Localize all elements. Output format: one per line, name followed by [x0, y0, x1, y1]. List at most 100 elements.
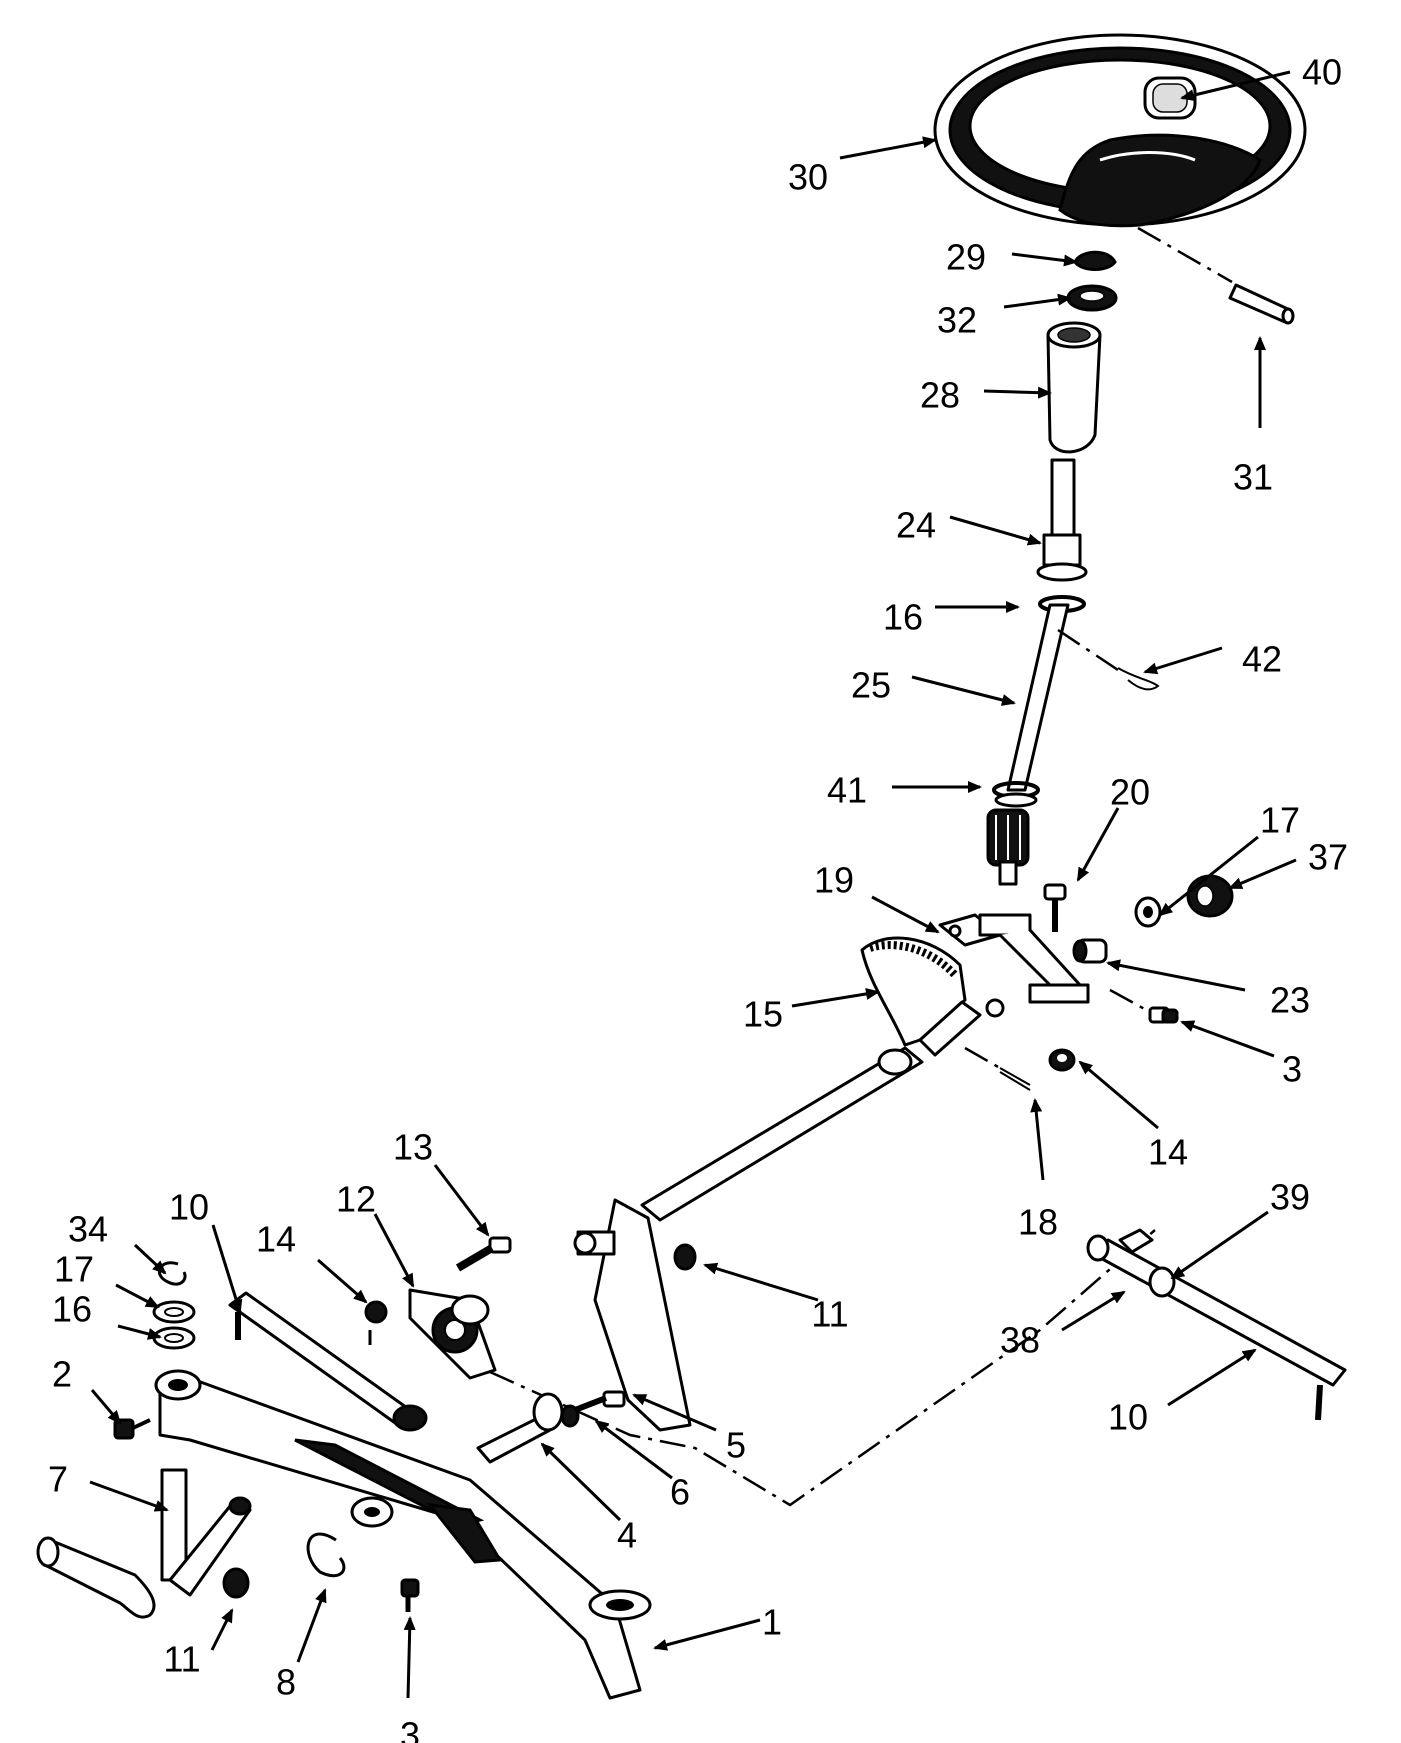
callout-label-c19: 19 — [814, 860, 854, 901]
callout-label-c16a: 16 — [883, 597, 923, 638]
leader-arrow-c10a — [211, 1224, 243, 1314]
leader-arrow-c29 — [1011, 252, 1078, 267]
callout-c7: 7 — [48, 1459, 169, 1512]
bolt-20-part — [1043, 883, 1067, 932]
callout-c29: 29 — [946, 237, 1078, 278]
leader-arrow-c14b — [317, 1258, 368, 1304]
leader-arrow-c34 — [133, 1243, 167, 1275]
callout-label-c11b: 11 — [163, 1639, 200, 1680]
leader-arrow-c30 — [839, 136, 937, 160]
bushing-part — [1066, 284, 1118, 312]
callout-label-c10a: 10 — [169, 1187, 209, 1228]
callout-label-c6: 6 — [670, 1472, 690, 1513]
leader-arrow-c23 — [1106, 959, 1246, 992]
leader-arrow-c7 — [89, 1480, 169, 1512]
leader-arrow-c6 — [594, 1419, 673, 1480]
washer-16b-part — [152, 1326, 196, 1350]
leader-arrow-c18 — [1030, 1098, 1045, 1181]
tie-rod-left-part — [228, 1291, 428, 1432]
callout-c23: 23 — [1106, 959, 1310, 1021]
leader-arrow-c11a — [703, 1262, 819, 1302]
leader-arrow-c37 — [1228, 858, 1297, 890]
callout-label-c14b: 14 — [256, 1219, 296, 1260]
leader-arrow-c17a — [1158, 835, 1259, 917]
callout-label-c3a: 3 — [1282, 1049, 1302, 1090]
leader-arrow-c14a — [1078, 1060, 1159, 1130]
callout-c11b: 11 — [163, 1608, 234, 1680]
leader-arrow-c25 — [911, 675, 1016, 706]
callout-c25: 25 — [851, 665, 1016, 706]
leader-arrow-c3b — [403, 1616, 416, 1699]
washer-17b-part — [152, 1300, 196, 1324]
leader-arrow-c1 — [653, 1618, 761, 1651]
callout-c6: 6 — [594, 1419, 690, 1513]
pinion-gear-part — [986, 808, 1030, 886]
leader-arrow-c13 — [433, 1164, 490, 1237]
jam-nut-39-part — [1148, 1266, 1176, 1298]
callout-label-c16b: 16 — [52, 1289, 92, 1330]
callout-label-c23: 23 — [1270, 980, 1310, 1021]
steering-wheel-part — [933, 33, 1307, 228]
callout-c24: 24 — [896, 505, 1042, 546]
leader-arrow-c2 — [90, 1389, 122, 1425]
callout-label-c30: 30 — [788, 157, 828, 198]
callout-label-c4: 4 — [617, 1515, 637, 1556]
callout-c16a: 16 — [883, 597, 1020, 638]
callout-c31: 31 — [1233, 336, 1273, 498]
callout-label-c29: 29 — [946, 237, 986, 278]
leader-arrow-c10b — [1167, 1348, 1257, 1407]
callout-c1: 1 — [653, 1602, 782, 1651]
callout-c3a: 3 — [1180, 1020, 1302, 1090]
callout-label-c39: 39 — [1270, 1177, 1310, 1218]
hair-pin-18-part — [964, 1046, 1031, 1091]
leader-arrow-c17b — [115, 1283, 160, 1309]
bolt-5-part — [573, 1390, 626, 1413]
alignment-line — [489, 1229, 1156, 1507]
callout-label-c24: 24 — [896, 505, 936, 546]
callout-label-c8: 8 — [276, 1662, 296, 1703]
callout-c28: 28 — [920, 375, 1052, 416]
leader-arrow-c8 — [296, 1588, 327, 1663]
lock-nut-37-part — [1186, 874, 1234, 918]
front-axle-part — [154, 1369, 652, 1700]
leader-arrow-c39 — [1170, 1210, 1269, 1280]
leader-arrow-c24 — [949, 515, 1042, 546]
callout-c4: 4 — [540, 1442, 637, 1556]
callout-c10a: 10 — [169, 1187, 243, 1314]
callout-label-c14a: 14 — [1148, 1132, 1188, 1173]
leader-arrow-c42 — [1143, 646, 1223, 675]
column-cover-part — [1046, 321, 1102, 454]
nut-11b-part — [222, 1567, 250, 1599]
callout-c2: 2 — [52, 1354, 122, 1425]
leader-arrow-c4 — [540, 1442, 622, 1522]
steering-shaft-part — [1006, 458, 1088, 792]
callout-label-c42: 42 — [1242, 639, 1282, 680]
callout-c8: 8 — [276, 1588, 327, 1703]
leader-arrow-c12 — [373, 1213, 415, 1288]
leader-arrow-c16b — [117, 1324, 162, 1340]
bolt-13-part — [455, 1236, 512, 1272]
nut-14a-part — [1048, 1048, 1076, 1072]
callout-c17a: 17 — [1158, 800, 1300, 917]
callout-label-c11a: 11 — [811, 1294, 848, 1335]
callout-label-c5: 5 — [726, 1425, 746, 1466]
leader-arrow-c3a — [1180, 1020, 1275, 1058]
pivot-pin-4-part — [476, 1392, 564, 1464]
callout-label-c40: 40 — [1302, 52, 1342, 93]
e-ring-34-part — [157, 1261, 187, 1286]
callout-label-c15: 15 — [743, 994, 783, 1035]
callout-label-c2: 2 — [52, 1354, 72, 1395]
callout-c5: 5 — [632, 1393, 746, 1466]
callout-label-c20: 20 — [1110, 772, 1150, 813]
nut-14b-part — [364, 1300, 388, 1345]
nut-11a-part — [673, 1243, 697, 1271]
cotter-pin-part — [1057, 628, 1160, 691]
callout-c37: 37 — [1228, 837, 1348, 890]
spacer-23-part — [1072, 938, 1108, 964]
callout-c38: 38 — [1000, 1290, 1126, 1361]
bolt-3a-part — [1109, 988, 1179, 1024]
bolt-3b-part — [400, 1578, 420, 1612]
callout-label-c38: 38 — [1000, 1320, 1040, 1361]
callout-c16b: 16 — [52, 1289, 162, 1340]
